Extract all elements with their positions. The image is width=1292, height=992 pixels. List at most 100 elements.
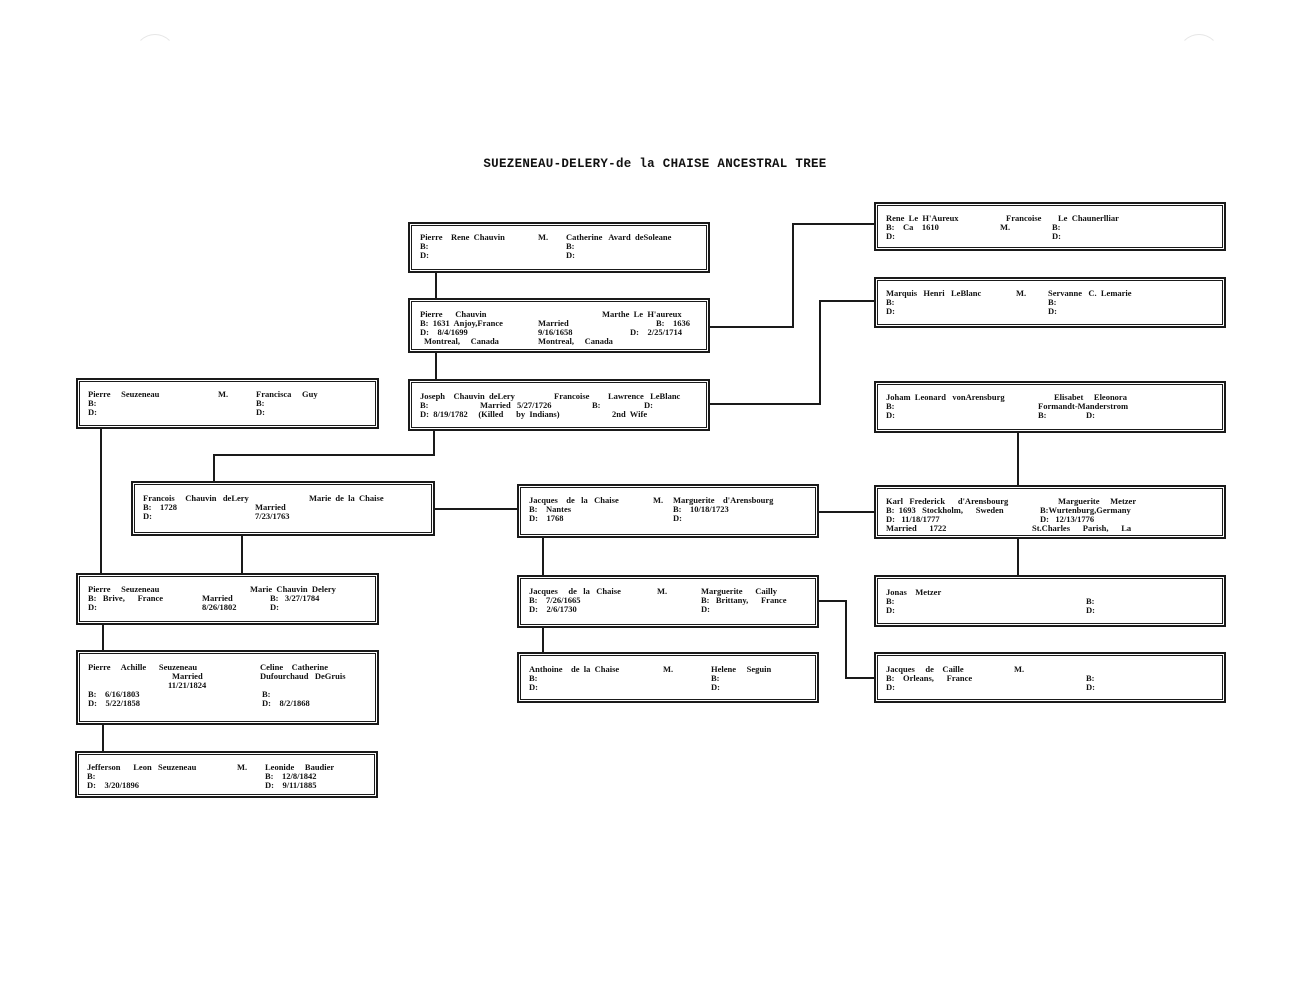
person-box-pierre-seuzeneau-2: Pierre Seuzeneau Marie Chauvin Delery B:… <box>76 573 379 625</box>
line-joseph-to-marquis <box>709 300 875 405</box>
box-line: Pierre Rene Chauvin <box>420 232 505 242</box>
box-line: D: <box>88 407 97 417</box>
box-line: B: Brittany, France <box>701 595 787 605</box>
box-line: B: Brive, France <box>88 593 164 603</box>
person-box-pierre-chauvin: Pierre Chauvin Marthe Le H'aureux B: 163… <box>408 298 710 353</box>
box-line: Leonide Baudier <box>265 762 335 772</box>
box-line: Formandt-Manderstrom <box>1038 401 1129 411</box>
box-line: D: 8/2/1868 <box>262 698 310 708</box>
box-line: M. <box>1014 664 1025 674</box>
box-line: M. <box>538 232 549 242</box>
box-line: D: <box>420 250 429 260</box>
box-line: Jefferson Leon Seuzeneau <box>87 762 197 772</box>
page-corner-mark-left <box>134 34 176 76</box>
chart-title: SUEZENEAU-DELERY-de la CHAISE ANCESTRAL … <box>483 157 827 171</box>
box-line: D: <box>1086 605 1095 615</box>
box-line: Marthe Le H'aureux <box>602 309 682 319</box>
box-line: M. <box>657 586 668 596</box>
box-line: B: Ca 1610 <box>886 222 939 232</box>
box-line: D: 9/11/1885 <box>265 780 317 790</box>
box-line: B: <box>566 241 575 251</box>
box-line: D: <box>886 605 895 615</box>
box-line: M. <box>653 495 664 505</box>
box-line: Elisabet Eleonora <box>1054 392 1127 402</box>
person-box-jacques-de-caille: Jacques de Caille M. B: Orleans, France … <box>874 652 1226 703</box>
box-line: D: 2/25/1714 <box>630 327 682 337</box>
box-line: B: 1631 Anjoy,France <box>420 318 503 328</box>
box-line: D: <box>1086 410 1095 420</box>
person-box-rene-le-haureux: Rene Le H'Aureux Francoise Le Chaunerlli… <box>874 202 1226 251</box>
box-line: B: Nantes <box>529 504 572 514</box>
box-line: Marie de la Chaise <box>309 493 384 503</box>
box-line: D: <box>886 231 895 241</box>
box-line: B: <box>1048 297 1057 307</box>
box-line: D: <box>886 682 895 692</box>
box-line: Catherine Avard deSoleane <box>566 232 672 242</box>
box-line: Montreal, Canada <box>424 336 499 346</box>
box-line: Pierre Seuzeneau <box>88 389 160 399</box>
box-line: D: <box>143 511 152 521</box>
person-box-karl-frederick-darensbourg: Karl Frederick d'Arensbourg Marguerite M… <box>874 485 1226 539</box>
box-line: B: Orleans, France <box>886 673 973 683</box>
box-line: B: <box>886 297 895 307</box>
box-line: M. <box>218 389 229 399</box>
person-box-jonas-metzer: Jonas Metzer B: B: D: D: <box>874 575 1226 627</box>
box-line: B: 1728 <box>143 502 177 512</box>
box-line: B: <box>87 771 96 781</box>
box-line: Jonas Metzer <box>886 587 942 597</box>
box-line: Jacques de la Chaise <box>529 586 621 596</box>
box-line: B: <box>711 673 720 683</box>
person-box-jacques-de-la-chaise-2: Jacques de la Chaise M. Marguerite Caill… <box>517 575 819 628</box>
box-line: D: 3/20/1896 <box>87 780 139 790</box>
box-line: B: <box>262 689 271 699</box>
box-line: Marguerite Cailly <box>701 586 778 596</box>
box-line: Married 1722 <box>886 523 947 533</box>
box-line: Francoise <box>1006 213 1042 223</box>
box-line: D: <box>644 400 653 410</box>
page-corner-mark-right <box>1178 34 1220 76</box>
box-line: D: 12/13/1776 <box>1040 514 1095 524</box>
box-line: Marquis Henri LeBlanc <box>886 288 982 298</box>
box-line: B: 6/16/1803 <box>88 689 140 699</box>
box-line: D: <box>566 250 575 260</box>
person-box-marquis-henri-leblanc: Marquis Henri LeBlanc M. Servanne C. Lem… <box>874 277 1226 328</box>
box-line: Francoise <box>554 391 590 401</box>
box-line: D: <box>886 306 895 316</box>
box-line: Joham Leonard vonArensburg <box>886 392 1005 402</box>
box-line: B: <box>886 596 895 606</box>
box-line: B: 1693 Stockholm, Sweden <box>886 505 1004 515</box>
box-line: D: 8/19/1782 (Killed by Indians) <box>420 409 560 419</box>
person-box-anthoine-de-la-chaise: Anthoine de la Chaise M. Helene Seguin B… <box>517 652 819 703</box>
box-line: D: <box>673 513 682 523</box>
person-box-jefferson-leon-seuzeneau: Jefferson Leon Seuzeneau M. Leonide Baud… <box>75 751 378 798</box>
box-line: Jacques de Caille <box>886 664 964 674</box>
person-box-joham-leonard-vonarensburg: Joham Leonard vonArensburg Elisabet Eleo… <box>874 381 1226 433</box>
box-line: B: <box>88 398 97 408</box>
box-line: B: <box>592 400 601 410</box>
box-line: D: <box>1086 682 1095 692</box>
box-line: Dufourchaud DeGruis <box>260 671 346 681</box>
box-line: Marguerite d'Arensbourg <box>673 495 774 505</box>
line-pierre-to-rene-le <box>709 223 875 328</box>
box-line: St.Charles Parish, La <box>1032 523 1132 533</box>
person-box-pierre-seuzeneau: Pierre Seuzeneau M. Francisca Guy B: B: … <box>76 378 379 429</box>
box-line: B: <box>420 241 429 251</box>
box-line: B: <box>1038 410 1047 420</box>
box-line: Anthoine de la Chaise <box>529 664 620 674</box>
box-line: B:Wurtenburg,Germany <box>1040 505 1131 515</box>
box-line: Francois Chauvin deLery <box>143 493 249 503</box>
box-line: 2nd Wife <box>612 409 648 419</box>
box-line: Karl Frederick d'Arensbourg <box>886 496 1009 506</box>
line-jacques2-to-caille <box>818 600 875 679</box>
box-line: B: <box>529 673 538 683</box>
box-line: D: <box>270 602 279 612</box>
box-line: D: 2/6/1730 <box>529 604 577 614</box>
box-line: Married <box>172 671 203 681</box>
box-line: Montreal, Canada <box>538 336 613 346</box>
box-line: 9/16/1658 <box>538 327 573 337</box>
box-line: 7/23/1763 <box>255 511 290 521</box>
box-line: Jacques de la Chaise <box>529 495 619 505</box>
box-line: D: <box>529 682 538 692</box>
box-line: B: 3/27/1784 <box>270 593 320 603</box>
